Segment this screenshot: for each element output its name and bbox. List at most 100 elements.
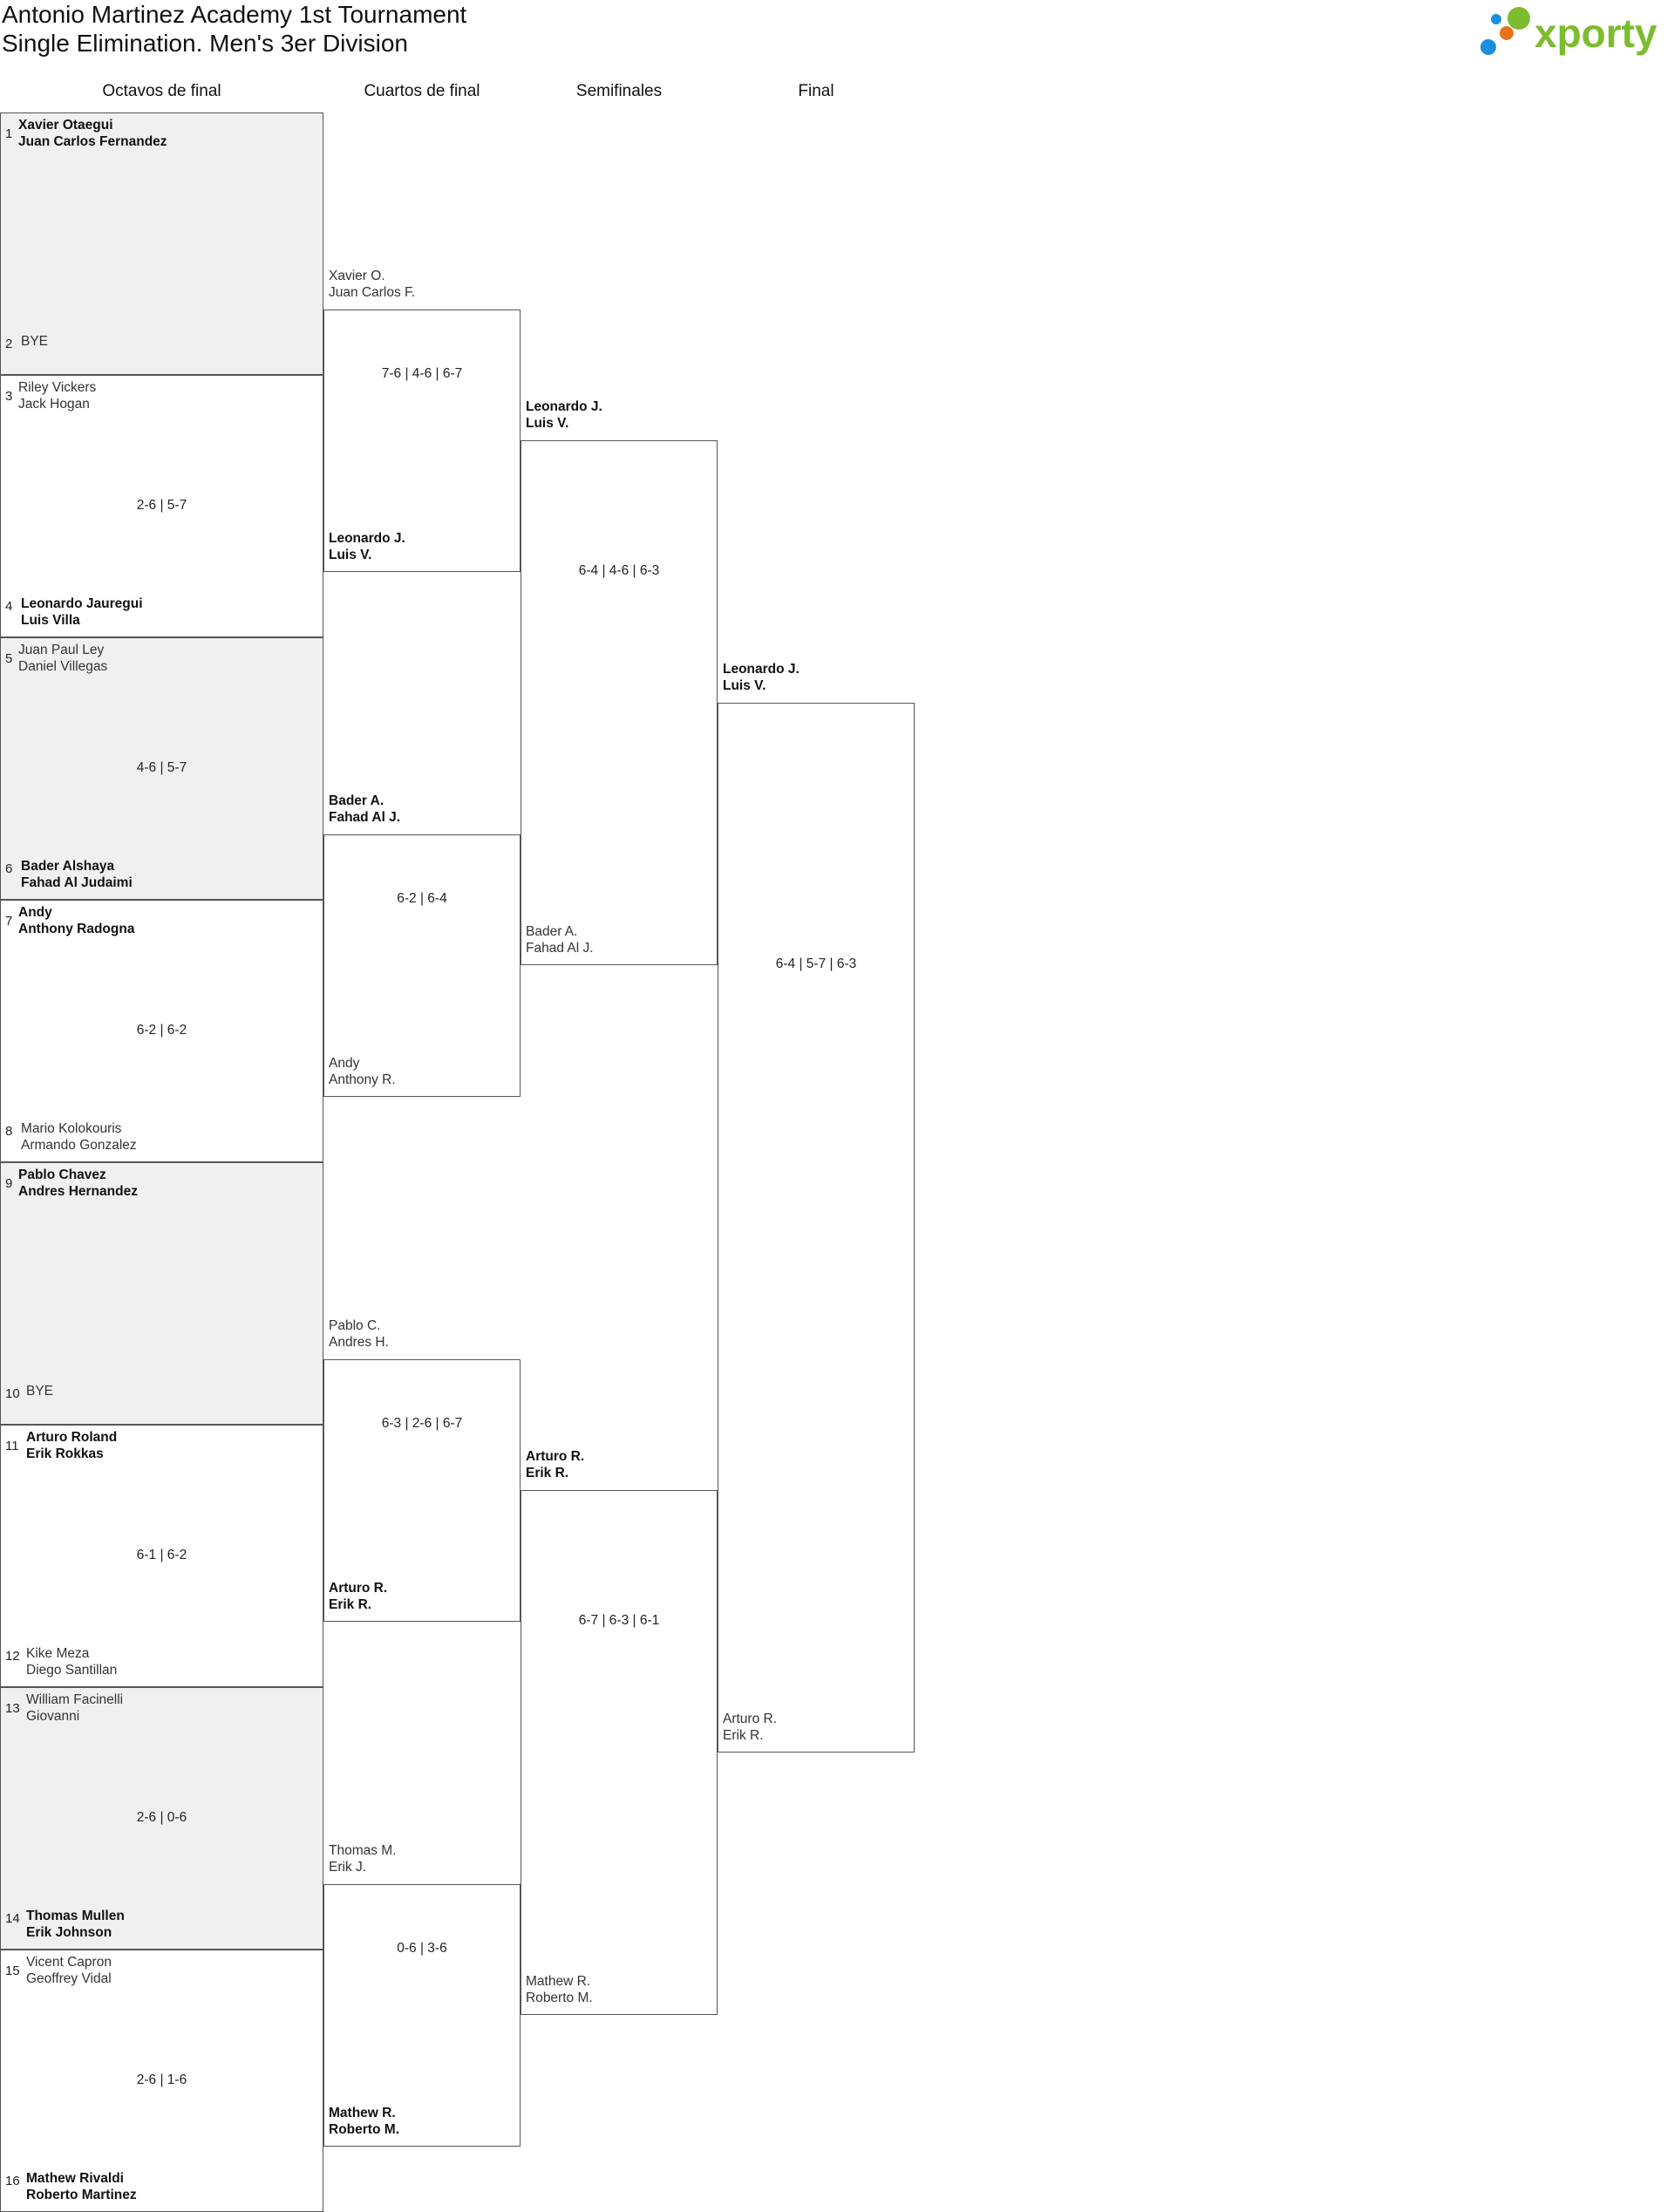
sf-match-2-score: 6-7 | 6-3 | 6-1 — [578, 1612, 660, 1628]
r16-match-4-bottom-player-1: Mario Kolokouris — [21, 1121, 122, 1136]
sf-match-1-box — [521, 440, 718, 966]
round-header-r16: Octavos de final — [102, 82, 221, 100]
sf-match-1-top-player-2: Luis V. — [526, 416, 569, 432]
r16-match-2-seed-top: 3 — [5, 389, 13, 404]
qf-match-4-bottom-player-2: Roberto M. — [329, 2121, 399, 2137]
r16-match-8-seed-bottom: 16 — [5, 2174, 20, 2188]
final-match-1-top-player-2: Luis V. — [723, 678, 766, 694]
r16-match-4-seed-bottom: 8 — [5, 1124, 13, 1139]
round-header-sf: Semifinales — [575, 82, 663, 100]
r16-match-8-seed-top: 15 — [5, 1964, 20, 1978]
qf-match-2-bottom-player-1: Andy — [329, 1055, 360, 1071]
qf-match-3-bottom-player-2: Erik R. — [329, 1596, 372, 1612]
qf-match-1-bottom-player-2: Luis V. — [329, 547, 372, 562]
r16-match-4-seed-top: 7 — [5, 914, 13, 929]
xporty-logo: xporty — [1480, 7, 1657, 56]
r16-match-4-score: 6-2 | 6-2 — [136, 1022, 187, 1038]
r16-match-3-seed-top: 5 — [5, 651, 13, 666]
r16-match-3-top-player-2: Daniel Villegas — [18, 659, 108, 674]
r16-match-1-top-player-2: Juan Carlos Fernandez — [18, 134, 167, 149]
r16-match-8-top-player-1: Vicent Capron — [26, 1955, 112, 1970]
qf-match-3-top-player-1: Pablo C. — [329, 1317, 381, 1333]
final-match-1-bottom-player-1: Arturo R. — [723, 1712, 778, 1727]
r16-match-3-score: 4-6 | 5-7 — [136, 759, 187, 775]
r16-match-5-seed-top: 9 — [5, 1176, 13, 1191]
qf-match-4-top-player-2: Erik J. — [329, 1859, 367, 1875]
qf-match-3-bottom-player-1: Arturo R. — [329, 1580, 388, 1596]
final-match-1-box — [718, 703, 915, 1753]
r16-match-4-box — [0, 900, 323, 1162]
r16-match-7-seed-bottom: 14 — [5, 1911, 20, 1926]
round-header-qf: Cuartos de final — [364, 82, 480, 100]
r16-match-4-top-player-2: Anthony Radogna — [18, 922, 135, 936]
qf-match-1-box — [323, 309, 521, 572]
r16-match-2-bottom-player-2: Luis Villa — [21, 613, 80, 628]
r16-match-7-top-player-2: Giovanni — [26, 1709, 80, 1724]
r16-match-5-seed-bottom: 10 — [5, 1386, 20, 1401]
sf-match-2-box — [521, 1490, 718, 2016]
r16-match-7-score: 2-6 | 0-6 — [136, 1809, 187, 1825]
r16-match-6-score: 6-1 | 6-2 — [136, 1547, 187, 1562]
r16-match-2-bottom-player-1: Leonardo Jauregui — [21, 596, 143, 611]
qf-match-4-score: 0-6 | 3-6 — [397, 1941, 447, 1956]
page-subtitle: Single Elimination. Men's 3er Division — [2, 30, 408, 57]
qf-match-2-top-player-1: Bader A. — [329, 793, 384, 808]
qf-match-1-bottom-player-1: Leonardo J. — [329, 530, 405, 546]
r16-match-6-top-player-1: Arturo Roland — [26, 1430, 118, 1445]
r16-match-3-bottom-player-1: Bader Alshaya — [21, 859, 115, 874]
r16-match-6-seed-top: 11 — [5, 1439, 19, 1453]
sf-match-2-top-player-1: Arturo R. — [526, 1449, 585, 1465]
page-title: Antonio Martinez Academy 1st Tournament — [2, 1, 467, 28]
r16-match-8-top-player-2: Geoffrey Vidal — [26, 1971, 112, 1986]
r16-match-4-top-player-1: Andy — [18, 905, 52, 920]
r16-match-8-bottom-player-2: Roberto Martinez — [26, 2188, 137, 2202]
sf-match-2-top-player-2: Erik R. — [526, 1466, 569, 1481]
sf-match-1-score: 6-4 | 4-6 | 6-3 — [578, 562, 660, 578]
qf-match-2-box — [323, 834, 521, 1097]
qf-match-2-score: 6-2 | 6-4 — [397, 891, 447, 906]
sf-match-1-bottom-player-2: Fahad Al J. — [526, 941, 594, 956]
r16-match-2-box — [0, 375, 323, 637]
qf-match-3-top-player-2: Andres H. — [329, 1334, 389, 1350]
r16-match-6-top-player-2: Erik Rokkas — [26, 1446, 104, 1461]
logo-dot-green — [1507, 7, 1530, 30]
r16-match-3-top-player-1: Juan Paul Ley — [18, 643, 105, 657]
qf-match-1-top-player-2: Juan Carlos F. — [329, 284, 416, 300]
final-match-1-score: 6-4 | 5-7 | 6-3 — [775, 956, 857, 972]
r16-match-3-box — [0, 637, 323, 900]
r16-match-2-top-player-1: Riley Vickers — [18, 380, 97, 395]
r16-match-2-seed-bottom: 4 — [5, 599, 13, 614]
r16-match-6-seed-bottom: 12 — [5, 1649, 20, 1664]
r16-match-1-seed-top: 1 — [5, 126, 13, 141]
r16-match-5-top-player-1: Pablo Chavez — [18, 1167, 106, 1182]
logo-dot-blue-bottom — [1480, 39, 1496, 55]
r16-match-2-top-player-2: Jack Hogan — [18, 397, 90, 412]
logo-dot-blue-top — [1491, 14, 1501, 24]
r16-match-5-bottom-player-1: BYE — [26, 1384, 54, 1399]
r16-match-1-seed-bottom: 2 — [5, 337, 13, 351]
r16-match-1-box — [0, 112, 323, 375]
qf-match-1-top-player-1: Xavier O. — [329, 268, 385, 283]
r16-match-7-seed-top: 13 — [5, 1701, 20, 1716]
r16-match-8-score: 2-6 | 1-6 — [136, 2072, 187, 2087]
qf-match-4-bottom-player-1: Mathew R. — [329, 2105, 396, 2120]
r16-match-1-top-player-1: Xavier Otaegui — [18, 118, 113, 133]
final-match-1-top-player-1: Leonardo J. — [723, 662, 800, 677]
qf-match-4-top-player-1: Thomas M. — [329, 1842, 397, 1858]
r16-match-1-bottom-player-1: BYE — [21, 334, 49, 349]
sf-match-2-bottom-player-2: Roberto M. — [526, 1991, 593, 2006]
sf-match-1-bottom-player-1: Bader A. — [526, 924, 578, 940]
r16-match-8-bottom-player-1: Mathew Rivaldi — [26, 2171, 124, 2186]
r16-match-5-top-player-2: Andres Hernandez — [18, 1184, 138, 1199]
qf-match-2-top-player-2: Fahad Al J. — [329, 809, 401, 825]
qf-match-1-score: 7-6 | 4-6 | 6-7 — [381, 366, 463, 381]
r16-match-6-bottom-player-1: Kike Meza — [26, 1646, 90, 1661]
round-header-final: Final — [798, 82, 834, 100]
logo-text: xporty — [1534, 10, 1657, 56]
sf-match-1-top-player-1: Leonardo J. — [526, 399, 602, 415]
r16-match-2-score: 2-6 | 5-7 — [136, 497, 187, 513]
sf-match-2-bottom-player-1: Mathew R. — [526, 1974, 591, 1990]
r16-match-3-seed-bottom: 6 — [5, 861, 13, 876]
r16-match-7-bottom-player-2: Erik Johnson — [26, 1925, 112, 1940]
qf-match-3-score: 6-3 | 2-6 | 6-7 — [381, 1416, 463, 1431]
